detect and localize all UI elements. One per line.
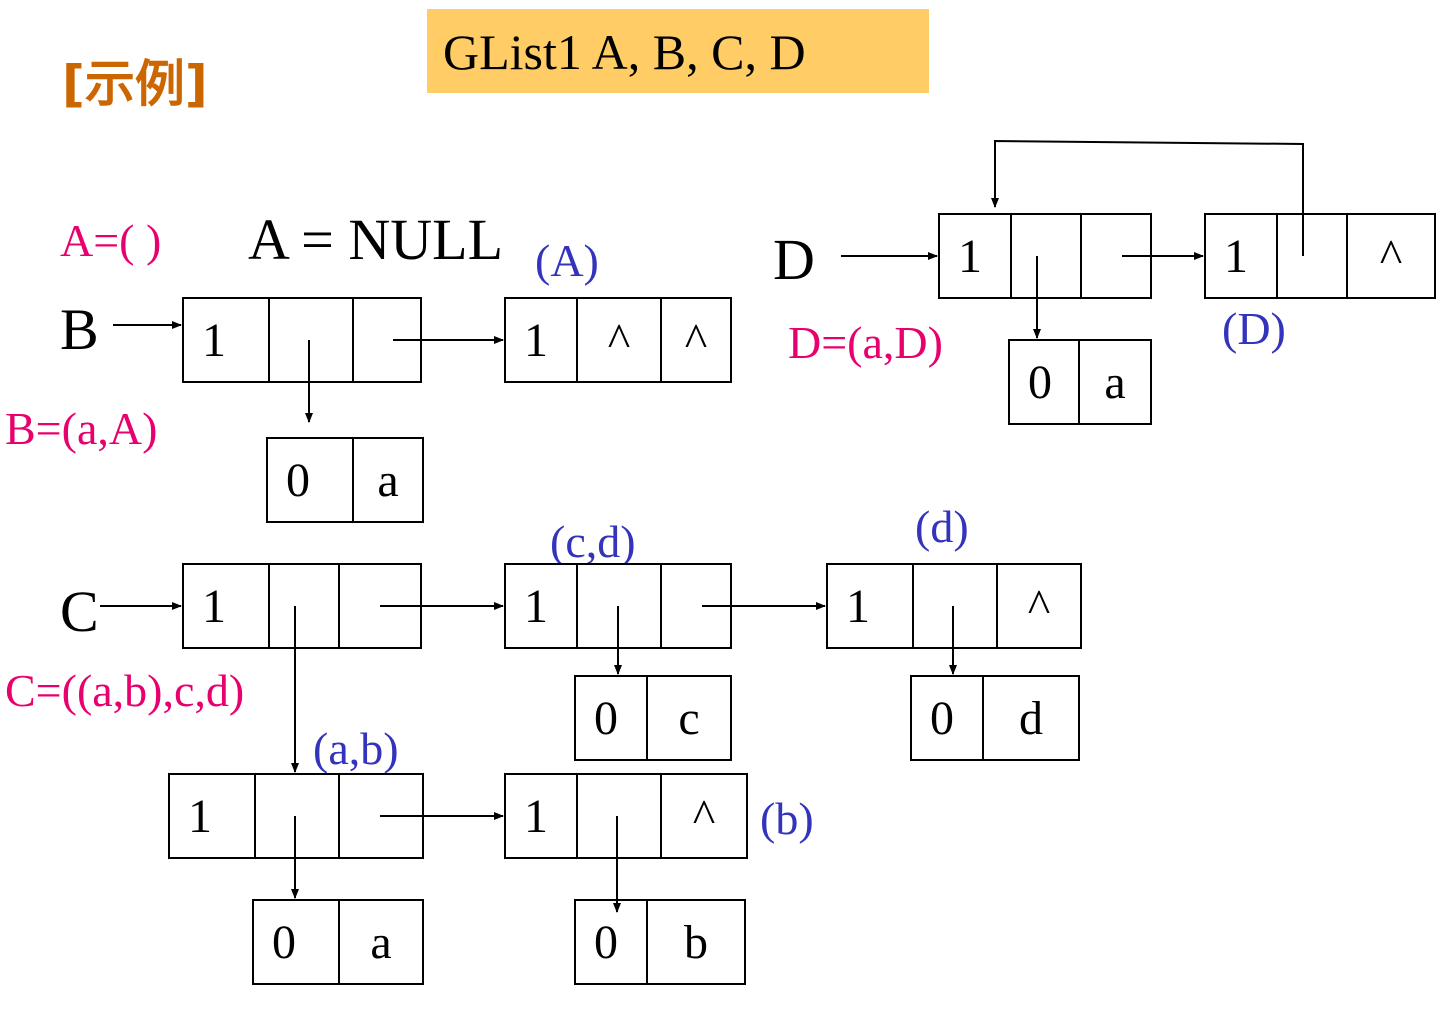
atom-node-d: 0 d [910, 675, 1080, 761]
node-tail: ^ [1379, 230, 1403, 283]
atom-node-d-a: 0 a [1008, 339, 1152, 425]
list-node-d2: 1 ^ [1204, 213, 1436, 299]
label-b-def: B=(a,A) [5, 403, 158, 454]
label-b: (b) [760, 793, 814, 844]
node-tail: ^ [692, 790, 716, 843]
title-box-text: GList1 A, B, C, D [443, 24, 806, 80]
atom-node-c: 0 c [574, 675, 732, 761]
node-tag: 1 [188, 790, 212, 843]
atom-node-b2: 0 b [574, 899, 746, 985]
atom-value: d [1019, 692, 1043, 745]
atom-tag: 0 [286, 454, 310, 507]
node-head: ^ [607, 314, 631, 367]
label-d-paren: (D) [1222, 303, 1286, 354]
node-tag: 1 [1224, 230, 1248, 283]
list-node-b1: 1 [182, 297, 422, 383]
atom-value: b [684, 916, 708, 969]
label-a-null: A = NULL [248, 207, 504, 272]
atom-value: a [370, 916, 392, 969]
label-d-name: D [773, 227, 815, 292]
label-c-name: C [60, 579, 99, 644]
node-tag: 1 [202, 580, 226, 633]
title-box: GList1 A, B, C, D [427, 9, 929, 93]
node-tag: 1 [846, 580, 870, 633]
atom-value: a [377, 454, 399, 507]
atom-tag: 0 [594, 692, 618, 745]
node-tag: 1 [524, 580, 548, 633]
list-node-ab2: 1 ^ [504, 773, 748, 859]
atom-node-a2: 0 a [252, 899, 424, 985]
arrow-d-loop [991, 139, 1304, 256]
atom-tag: 0 [930, 692, 954, 745]
label-a-def: A=( ) [60, 215, 162, 266]
node-tail: ^ [684, 314, 708, 367]
atom-node-b: 0 a [266, 437, 424, 523]
label-d: (d) [915, 501, 969, 552]
atom-tag: 0 [1028, 356, 1052, 409]
atom-value: c [678, 692, 700, 745]
slide-title: [示例] [62, 55, 208, 113]
label-a-paren: (A) [535, 235, 599, 286]
node-tail: ^ [1027, 580, 1051, 633]
node-tag: 1 [524, 314, 548, 367]
label-ab: (a,b) [313, 723, 399, 774]
label-b-name: B [60, 297, 99, 362]
atom-tag: 0 [272, 916, 296, 969]
label-cd: (c,d) [550, 516, 636, 567]
list-node-d1: 1 [938, 213, 1152, 299]
label-d-def: D=(a,D) [788, 317, 943, 368]
list-node-b2: 1 ^ ^ [504, 297, 732, 383]
atom-value: a [1104, 356, 1126, 409]
node-tag: 1 [202, 314, 226, 367]
atom-tag: 0 [594, 916, 618, 969]
label-c-def: C=((a,b),c,d) [5, 665, 245, 716]
node-tag: 1 [958, 230, 982, 283]
node-tag: 1 [524, 790, 548, 843]
